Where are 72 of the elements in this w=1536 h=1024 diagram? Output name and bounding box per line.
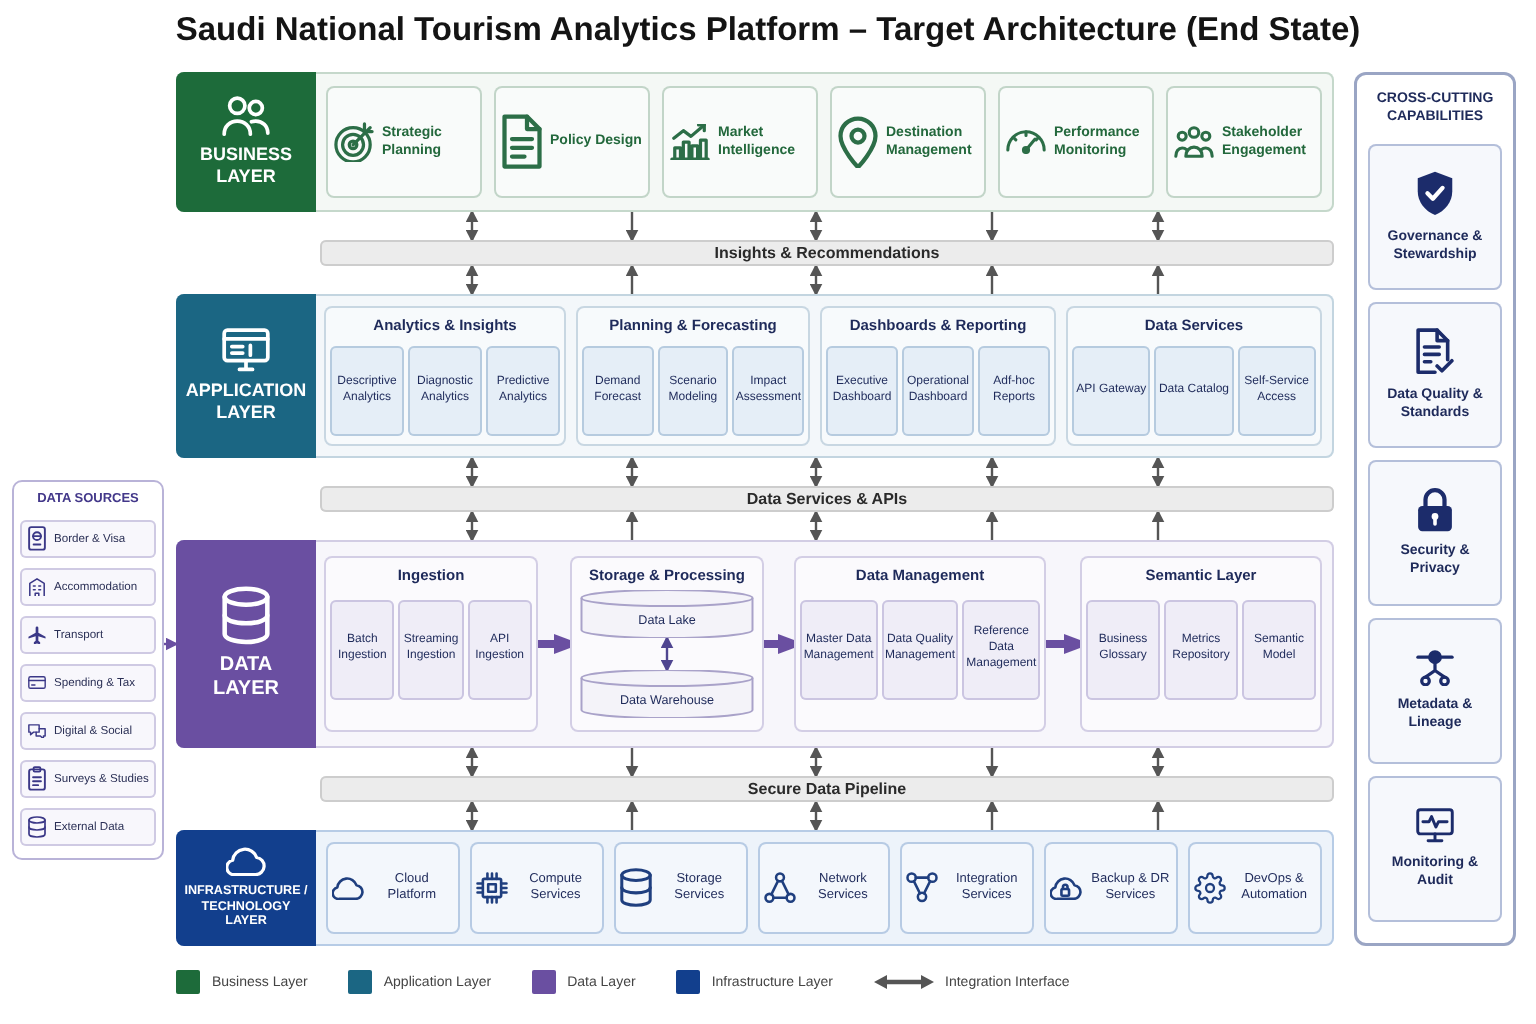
interface-bar [320, 486, 1334, 512]
layer-title: BUSINESS LAYER [199, 144, 292, 188]
capability-card [998, 86, 1154, 198]
component-box [962, 600, 1040, 700]
component-box [330, 600, 395, 700]
service-card [469, 842, 604, 934]
component-group [794, 556, 1046, 732]
component-box [1237, 346, 1316, 436]
source-item [20, 568, 156, 606]
component-box [582, 346, 654, 436]
source-item [20, 664, 156, 702]
layer-panel [176, 540, 1334, 748]
component-group [576, 306, 810, 446]
capability-card [1166, 86, 1322, 198]
capability-tile [1368, 302, 1502, 448]
interface-bar [320, 776, 1334, 802]
component-box [1242, 600, 1316, 700]
component-box [408, 346, 482, 436]
layer-panel [176, 72, 1334, 212]
component-box [978, 346, 1050, 436]
service-card [1044, 842, 1179, 934]
capability-tile [1368, 776, 1502, 922]
component-box [467, 600, 532, 700]
interface-bar [320, 240, 1334, 266]
layer-title: APPLICATION LAYER [185, 380, 307, 424]
component-box [1086, 600, 1160, 700]
service-card [757, 842, 891, 934]
capability-tile [1368, 144, 1502, 290]
diagram-title: Saudi National Tourism Analytics Platform – Target Architecture (End State) [175, 12, 1361, 50]
component-box [800, 600, 878, 700]
component-box [398, 600, 464, 700]
service-card [1188, 842, 1322, 934]
service-card [326, 842, 460, 934]
layer-panel [176, 294, 1334, 458]
component-box [330, 346, 404, 436]
layer-title: DATA LAYER [213, 653, 279, 702]
component-group [324, 306, 566, 446]
source-item [20, 760, 156, 798]
source-item [20, 712, 156, 750]
capabilities-panel [1354, 72, 1516, 946]
component-box [826, 346, 898, 436]
source-item [20, 616, 156, 654]
bar-label: Insights & Recommendations [714, 244, 940, 262]
component-group [1066, 306, 1322, 446]
source-item [20, 808, 156, 846]
data-sources-panel [12, 480, 164, 860]
layer-panel [176, 830, 1334, 946]
component-box [881, 600, 959, 700]
component-box [732, 346, 804, 436]
component-box [657, 346, 729, 436]
capability-card [830, 86, 986, 198]
component-group [570, 556, 764, 732]
source-item [20, 520, 156, 558]
database-cylinder [580, 670, 754, 718]
database-cylinder [580, 590, 754, 638]
component-box [902, 346, 974, 436]
capability-tile [1368, 618, 1502, 764]
component-box [486, 346, 560, 436]
component-group [820, 306, 1056, 446]
capability-card [662, 86, 818, 198]
bar-label: Data Services & APIs [746, 490, 908, 508]
service-card [900, 842, 1035, 934]
capability-card [326, 86, 482, 198]
capability-card [494, 86, 650, 198]
component-group [324, 556, 538, 732]
component-box [1154, 346, 1234, 436]
bar-label: Secure Data Pipeline [747, 780, 907, 798]
component-box [1164, 600, 1238, 700]
component-box [1072, 346, 1151, 436]
component-group [1080, 556, 1322, 732]
capability-tile [1368, 460, 1502, 606]
service-card [613, 842, 748, 934]
